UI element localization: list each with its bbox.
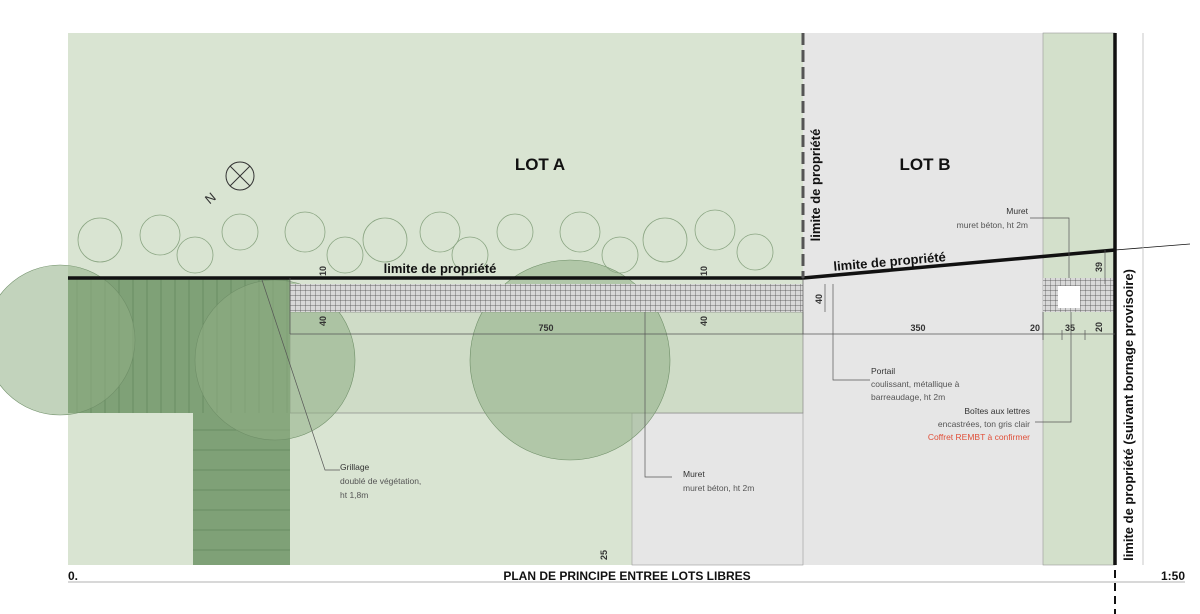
north-arrow-icon	[225, 161, 255, 191]
dimension-label: 10	[318, 266, 328, 276]
grillage-desc-1: doublé de végétation,	[340, 476, 421, 486]
lower-paving	[631, 412, 804, 566]
dimension-label: 35	[1065, 323, 1075, 333]
property-line-label-vertical: limite de propriété	[808, 129, 823, 242]
dimension-label: 350	[910, 323, 925, 333]
letterbox	[1058, 286, 1080, 308]
lot-b-paving	[803, 33, 1043, 565]
lot-a-label: LOT A	[515, 155, 565, 174]
shrub-row	[77, 209, 774, 274]
drawing-title: PLAN DE PRINCIPE ENTREE LOTS LIBRES	[503, 569, 750, 583]
dimension-label: 39	[1094, 262, 1104, 272]
dimension-label: 750	[538, 323, 553, 333]
dimension-lines	[261, 217, 1115, 478]
boites-title: Boîtes aux lettres	[964, 406, 1030, 416]
property-line-label: limite de propriété	[384, 261, 497, 276]
grillage-title: Grillage	[340, 462, 370, 472]
dimension-label: 20	[1030, 323, 1040, 333]
tree-canopy	[194, 279, 356, 441]
muret-wall-lot-a	[290, 284, 803, 312]
muret-top-title: Muret	[1006, 206, 1028, 216]
drawing-scale: 1:50	[1161, 569, 1185, 583]
dimension-label: 25	[599, 550, 609, 560]
muret-bottom-title: Muret	[683, 469, 705, 479]
drawing-number: 0.	[68, 569, 78, 583]
property-line-extension	[1114, 243, 1191, 251]
portail-desc-2: barreaudage, ht 2m	[871, 392, 945, 402]
grillage-desc-2: ht 1,8m	[340, 490, 368, 500]
tree-canopy	[0, 264, 136, 416]
portail-title: Portail	[871, 366, 895, 376]
dimension-label: 10	[699, 266, 709, 276]
lot-b-label: LOT B	[900, 155, 951, 174]
muret-top-desc: muret béton, ht 2m	[957, 220, 1028, 230]
muret-bottom-desc: muret béton, ht 2m	[683, 483, 754, 493]
dimension-label: 40	[699, 316, 709, 326]
dimension-label: 40	[318, 316, 328, 326]
boites-note: Coffret REMBT à confirmer	[928, 432, 1030, 442]
dimension-label: 20	[1094, 322, 1104, 332]
boites-desc: encastrées, ton gris clair	[938, 419, 1030, 429]
property-line-label-right: limite de propriété (suivant bornage pro…	[1121, 269, 1136, 561]
portail-desc-1: coulissant, métallique à	[871, 379, 960, 389]
dimension-label: 40	[814, 294, 824, 304]
